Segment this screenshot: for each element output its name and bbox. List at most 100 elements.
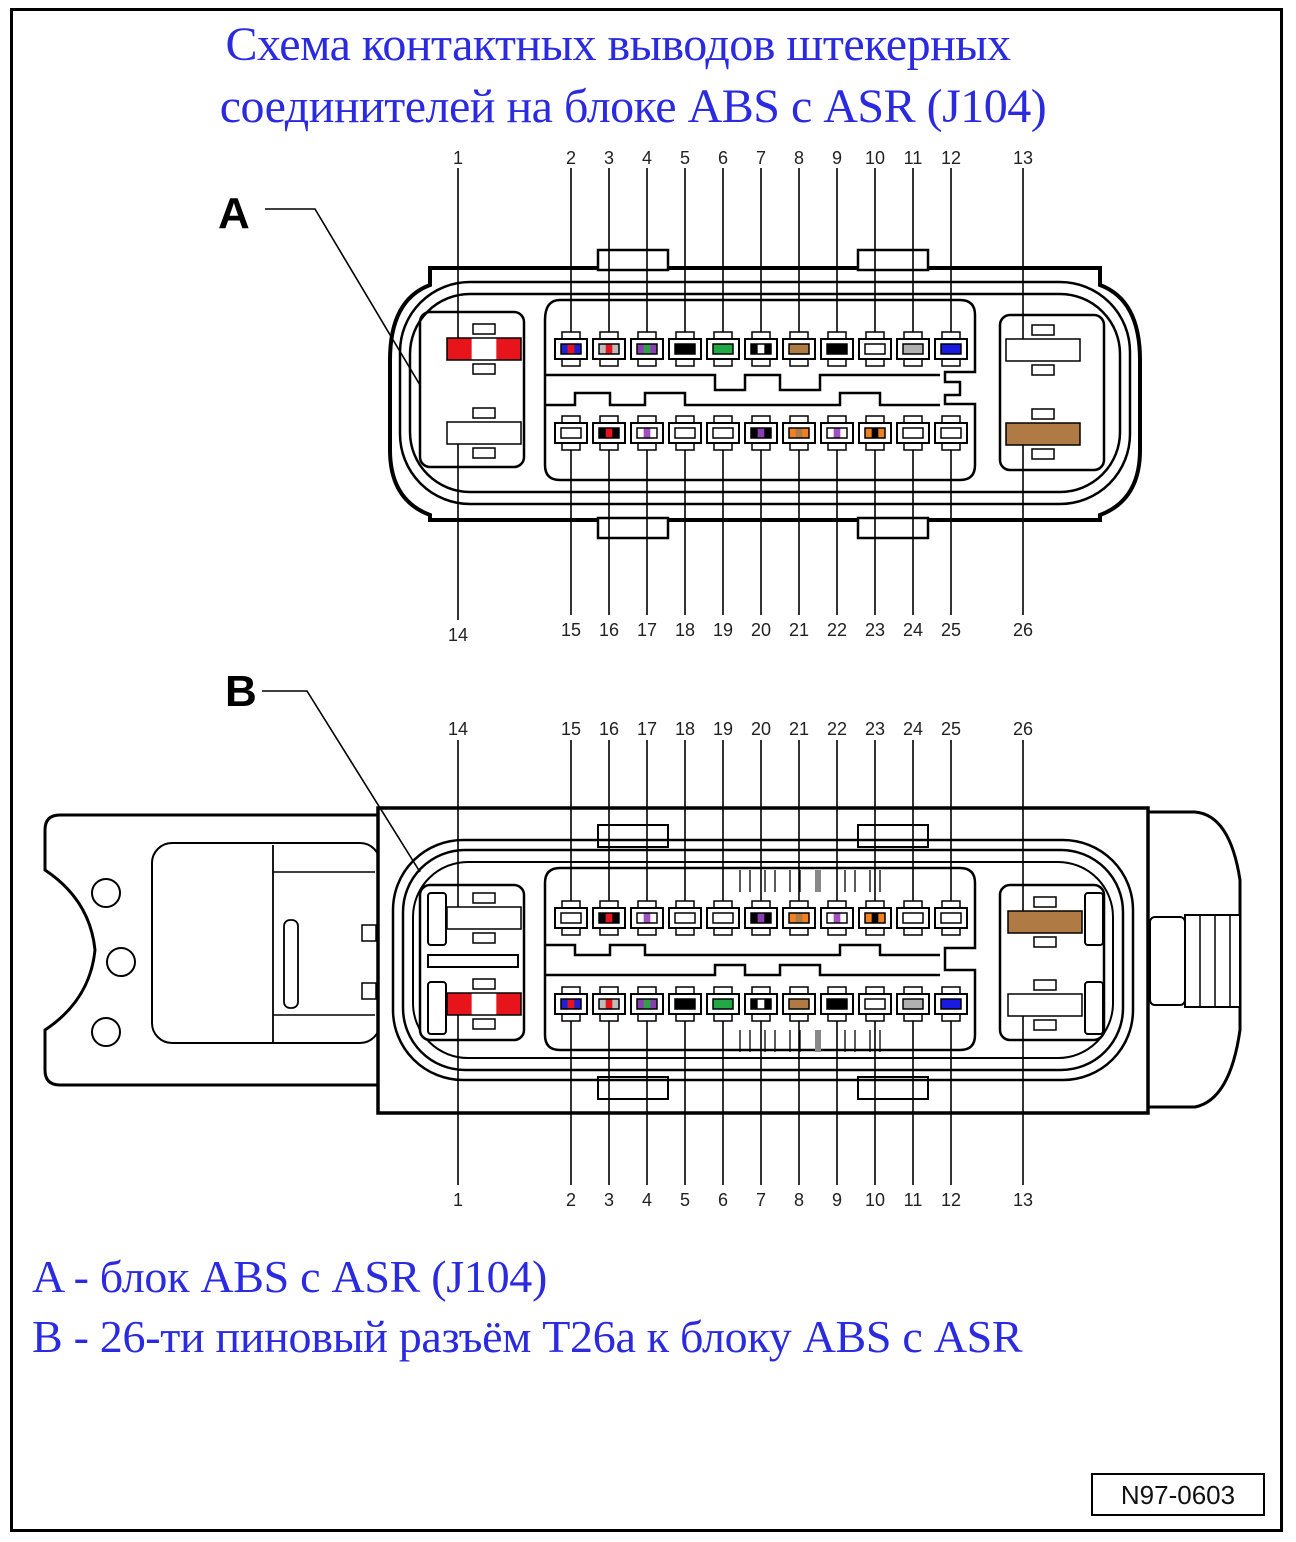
pin-b-7-fill [757, 999, 765, 1009]
pin-b-22-fill [840, 913, 848, 923]
pin-a-2-fill [574, 344, 582, 354]
pin-number-b-10: 10 [865, 1190, 885, 1210]
tail-clip [1149, 916, 1186, 1006]
pin-number-a-12: 12 [941, 148, 961, 168]
pin-a-17-fill [643, 428, 651, 438]
pin-number-b-1: 1 [453, 1190, 463, 1210]
connector-a-label: A [218, 189, 250, 238]
pin-a-7-outline [750, 343, 772, 355]
pin-number-b-8: 8 [794, 1190, 804, 1210]
pin-a-2-outline [560, 343, 582, 355]
seal-outer [391, 838, 1135, 1082]
pin-number-b-17: 17 [637, 719, 657, 739]
pin-b-1-latch-top [472, 978, 496, 990]
pin-b-26-latch-top [1033, 896, 1057, 908]
mounting-hole [106, 947, 136, 977]
pin-b-13-outline [1007, 993, 1083, 1017]
pin-a-11-fill [903, 344, 924, 354]
pin-b-10-fill [865, 999, 886, 1009]
pin-b-1-fill [471, 993, 497, 1015]
pin-a-11-outline [902, 343, 924, 355]
right-cavity [998, 313, 1106, 472]
pin-number-b-20: 20 [751, 719, 771, 739]
pin-a-26-outline [1005, 422, 1081, 446]
pin-number-b-22: 22 [827, 719, 847, 739]
pin-number-a-5: 5 [680, 148, 690, 168]
pin-number-b-4: 4 [642, 1190, 652, 1210]
pin-number-a-13: 13 [1013, 148, 1033, 168]
pin-number-a-25: 25 [941, 620, 961, 640]
pin-block-divider-bottom [545, 391, 940, 407]
pin-b-20-fill [757, 913, 765, 923]
pin-number-b-25: 25 [941, 719, 961, 739]
title-line-2: соединителей на блоке ABS с ASR (J104) [219, 80, 1047, 133]
pin-a-8-outline [788, 343, 810, 355]
pin-number-a-21: 21 [789, 620, 809, 640]
pin-number-a-10: 10 [865, 148, 885, 168]
pin-number-a-11: 11 [904, 148, 923, 168]
pin-a-16-fill [612, 428, 620, 438]
pin-a-10-fill [865, 344, 886, 354]
pin-b-14-fill [447, 907, 522, 929]
pin-number-a-7: 7 [756, 148, 766, 168]
pin-a-2-fill [567, 344, 575, 354]
pin-a-24-fill [903, 428, 924, 438]
rib-gray [815, 1030, 821, 1052]
pin-a-10-outline [864, 343, 886, 355]
legend-b: B - 26-ти пиновый разъём T26a к блоку AB… [32, 1311, 1023, 1362]
pin-number-a-19: 19 [713, 620, 733, 640]
pin-b-13-latch-bottom [1033, 1019, 1057, 1031]
pin-a-14-outline [446, 421, 522, 445]
pin-a-9-outline [826, 343, 848, 355]
pin-block-divider-top [545, 943, 940, 957]
pin-number-a-9: 9 [832, 148, 842, 168]
pin-number-b-18: 18 [675, 719, 695, 739]
pin-a-5-fill [675, 344, 696, 354]
pin-number-a-3: 3 [604, 148, 614, 168]
pin-number-a-20: 20 [751, 620, 771, 640]
pin-a-14-fill [447, 422, 522, 444]
pin-number-b-11: 11 [904, 1190, 923, 1210]
pin-a-15-outline [560, 427, 582, 439]
mounting-hole [91, 878, 121, 908]
pin-a-14-latch-bottom [472, 447, 496, 459]
pin-number-b-3: 3 [604, 1190, 614, 1210]
pin-a-1-fill [447, 338, 472, 360]
pin-a-12-outline [940, 343, 962, 355]
pin-a-5-outline [674, 343, 696, 355]
pin-b-8-fill [789, 999, 810, 1009]
pin-b-13-fill [1008, 994, 1083, 1016]
pin-number-b-19: 19 [713, 719, 733, 739]
pin-a-20-fill [764, 428, 772, 438]
pin-number-a-15: 15 [561, 620, 581, 640]
pin-b-9-fill [827, 999, 848, 1009]
pin-block-divider-top [545, 373, 940, 392]
pin-b-22-fill [833, 913, 841, 923]
pin-a-1-outline [446, 337, 522, 361]
seal-outer [398, 280, 1132, 506]
pin-b-26-outline [1007, 910, 1083, 934]
pin-number-b-24: 24 [903, 719, 923, 739]
pin-number-b-23: 23 [865, 719, 885, 739]
pin-number-a-1: 1 [453, 148, 463, 168]
pin-a-24-outline [902, 427, 924, 439]
legend-a: A - блок ABS с ASR (J104) [32, 1251, 547, 1302]
pin-a-7-fill [764, 344, 772, 354]
pin-a-14-latch-top [472, 407, 496, 419]
pin-a-4-outline [636, 343, 658, 355]
pin-b-14-outline [446, 906, 522, 930]
pin-b-11-outline [902, 998, 924, 1010]
pin-b-21-outline [788, 912, 810, 924]
shell-tab [597, 1076, 669, 1100]
pin-a-4-fill [637, 344, 644, 354]
pin-a-3-fill [605, 344, 613, 354]
left-cavity-key [427, 981, 447, 1035]
pin-a-2-fill [561, 344, 568, 354]
pin-number-b-16: 16 [599, 719, 619, 739]
pin-b-20-fill [751, 913, 758, 923]
left-cavity-key [427, 892, 447, 946]
pin-number-a-18: 18 [675, 620, 695, 640]
pin-a-12-fill [941, 344, 962, 354]
